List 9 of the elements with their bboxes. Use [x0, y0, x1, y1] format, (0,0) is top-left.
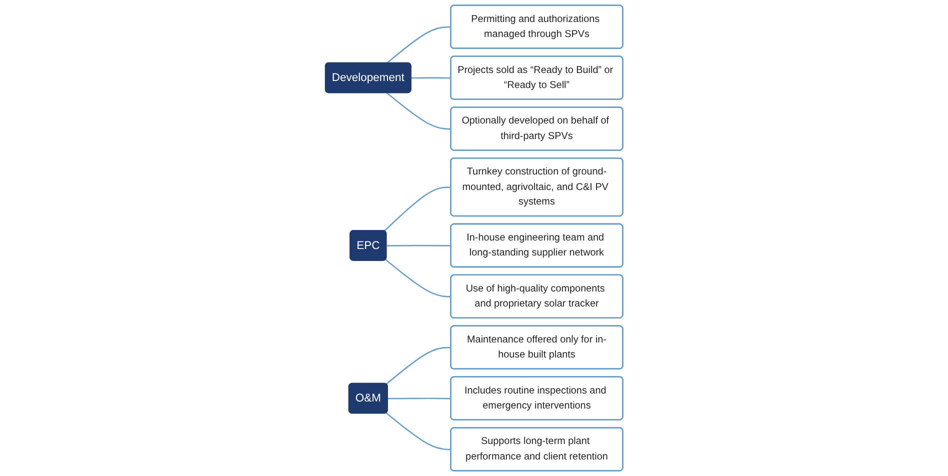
connector: [386, 26, 452, 64]
connector: [386, 244, 452, 246]
connector: [384, 186, 452, 232]
connector: [411, 77, 452, 79]
connector: [385, 259, 452, 298]
connector: [386, 412, 452, 450]
connector: [386, 346, 452, 385]
connector: [388, 398, 452, 400]
connector: [386, 92, 452, 130]
